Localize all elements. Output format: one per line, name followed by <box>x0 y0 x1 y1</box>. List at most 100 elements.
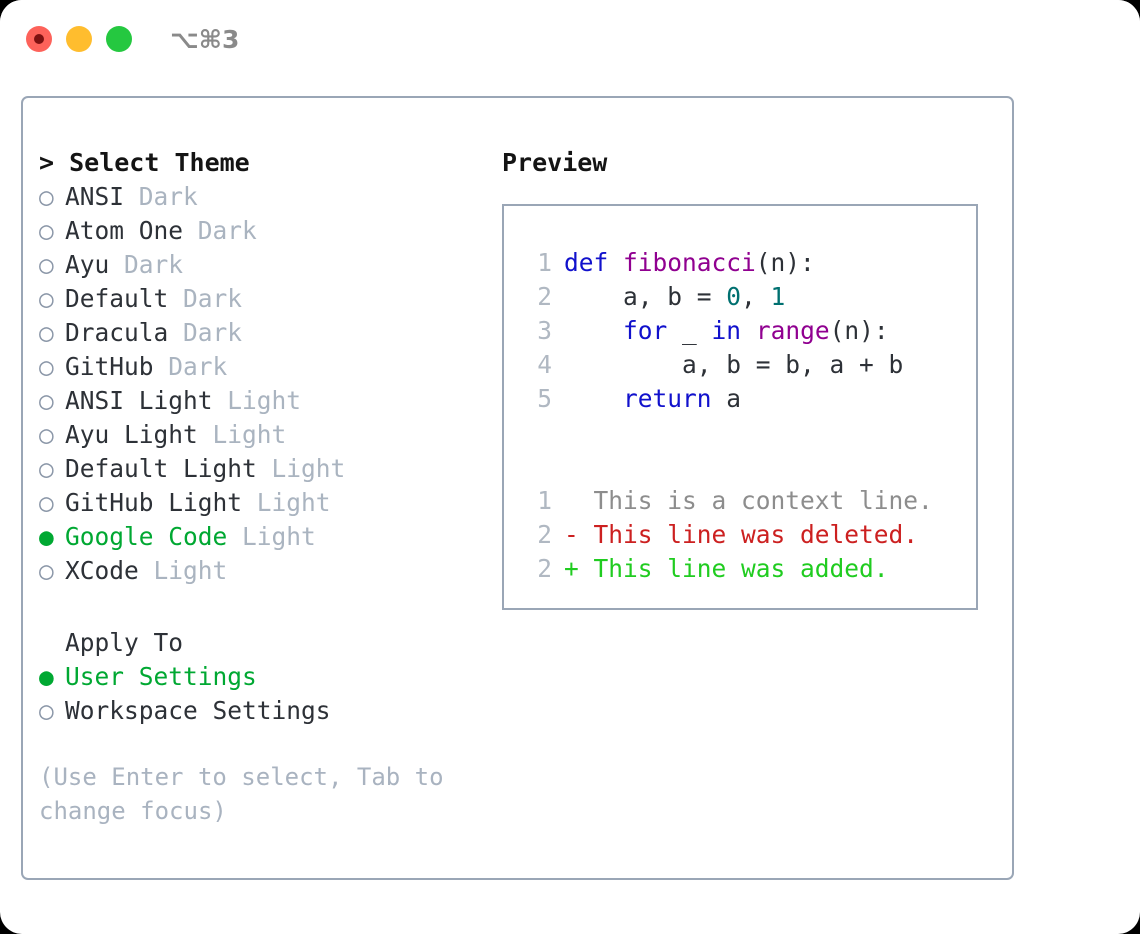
code-token <box>564 316 623 345</box>
theme-list-item[interactable]: ○ GitHub Dark <box>39 350 489 384</box>
line-number: 5 <box>537 384 552 413</box>
theme-name: Ayu Light <box>65 420 198 449</box>
code-token: 0 <box>726 282 742 311</box>
diff-text: This line was deleted. <box>578 520 919 549</box>
theme-category-tag: Dark <box>183 216 257 245</box>
diff-line: 2- This line was deleted. <box>520 518 976 552</box>
theme-list-item[interactable]: ○Ayu Dark <box>39 248 489 282</box>
theme-list-item[interactable]: ○Default Dark <box>39 282 489 316</box>
code-token: fibonacci <box>623 248 756 277</box>
theme-name: Default <box>65 284 169 313</box>
diff-marker <box>564 486 579 515</box>
theme-category-tag: Dark <box>124 182 198 211</box>
theme-name: Default Light <box>65 454 257 483</box>
diff-marker: - <box>564 520 579 549</box>
theme-category-tag: Dark <box>168 318 243 347</box>
theme-category-tag: Light <box>212 386 302 415</box>
apply-to-heading-indent: ○ <box>39 626 65 660</box>
theme-list-item[interactable]: ● Google Code Light <box>39 520 489 554</box>
theme-list-item[interactable]: ○ GitHub Light Light <box>39 486 489 520</box>
theme-category-tag: Dark <box>109 250 184 279</box>
radio-unselected-icon[interactable]: ○ <box>39 454 54 483</box>
theme-list-item[interactable]: ○ Atom One Dark <box>39 214 489 248</box>
theme-name: GitHub <box>65 352 154 381</box>
apply-to-name: User Settings <box>65 662 257 691</box>
code-token: a <box>711 384 742 413</box>
theme-name: ANSI Light <box>65 386 213 415</box>
theme-name: GitHub Light <box>65 488 243 517</box>
theme-category-tag: Light <box>227 522 316 551</box>
radio-unselected-icon[interactable]: ○ <box>39 696 54 725</box>
line-number: 1 <box>537 248 552 277</box>
theme-picker-column: > Select Theme ○ANSI Dark○Atom One Dark○… <box>39 146 489 828</box>
radio-unselected-icon[interactable]: ○ <box>39 216 54 245</box>
code-token <box>741 316 756 345</box>
theme-list-item[interactable]: ○Dracula Dark <box>39 316 489 350</box>
keyboard-shortcut-label: ⌥⌘3 <box>170 25 240 54</box>
radio-unselected-icon[interactable]: ○ <box>39 556 54 585</box>
apply-to-item[interactable]: ● User Settings <box>39 660 489 694</box>
theme-name: ANSI <box>65 182 125 211</box>
code-token: for <box>623 316 668 345</box>
theme-list-item[interactable]: ○ Default Light Light <box>39 452 489 486</box>
theme-category-tag: Light <box>138 556 228 585</box>
close-icon <box>34 34 44 44</box>
main-panel: > Select Theme ○ANSI Dark○Atom One Dark○… <box>21 96 1014 880</box>
theme-category-tag: Light <box>242 488 331 517</box>
code-token: def <box>564 248 624 277</box>
code-line: 4 a, b = b, a + b <box>520 348 976 382</box>
theme-list-item[interactable]: ○ XCode Light <box>39 554 489 588</box>
radio-unselected-icon[interactable]: ○ <box>39 386 54 415</box>
line-number: 2 <box>537 520 552 549</box>
code-token: 1 <box>770 282 786 311</box>
theme-list-item[interactable]: ○Ayu Light Light <box>39 418 489 452</box>
radio-unselected-icon[interactable]: ○ <box>39 284 54 313</box>
code-token <box>564 384 623 413</box>
radio-unselected-icon[interactable]: ○ <box>39 250 54 279</box>
theme-list-item[interactable]: ○ ANSI Dark <box>39 180 489 214</box>
radio-unselected-icon[interactable]: ○ <box>39 182 54 211</box>
maximize-window-button[interactable] <box>106 26 132 52</box>
line-number: 2 <box>537 282 552 311</box>
code-token: , <box>741 282 771 311</box>
code-token: in <box>711 316 742 345</box>
code-token: a, b = <box>564 282 727 311</box>
theme-list-item[interactable]: ○ ANSI Light Light <box>39 384 489 418</box>
line-number: 3 <box>537 316 552 345</box>
diff-text: This line was added. <box>578 554 889 583</box>
code-token: (n): <box>755 248 815 277</box>
section-spacer <box>39 588 489 626</box>
line-number: 1 <box>537 486 552 515</box>
radio-unselected-icon[interactable]: ○ <box>39 420 54 449</box>
theme-category-tag: Light <box>256 454 346 483</box>
theme-name: Atom One <box>65 216 184 245</box>
code-token: _ <box>667 316 712 345</box>
theme-name: XCode <box>65 556 139 585</box>
apply-to-list: ● User Settings ○ Workspace Settings <box>39 660 489 728</box>
minimize-window-button[interactable] <box>66 26 92 52</box>
theme-name: Google Code <box>65 522 228 551</box>
code-diff-spacer <box>520 416 976 450</box>
line-number: 4 <box>537 350 552 379</box>
theme-picker-heading: > Select Theme <box>39 148 250 177</box>
code-line: 1 def fibonacci(n): <box>520 246 976 280</box>
radio-selected-icon[interactable]: ● <box>39 662 54 691</box>
diff-text: This is a context line. <box>578 486 933 515</box>
radio-selected-icon[interactable]: ● <box>39 522 54 551</box>
title-bar: ⌥⌘3 <box>0 0 1140 78</box>
theme-category-tag: Dark <box>153 352 228 381</box>
apply-to-item[interactable]: ○ Workspace Settings <box>39 694 489 728</box>
code-token: (n): <box>829 316 889 345</box>
code-line: 3 for _ in range(n): <box>520 314 976 348</box>
diff-line: 2+ This line was added. <box>520 552 976 586</box>
apply-to-heading: ○Apply To <box>39 626 489 660</box>
apply-to-name: Workspace Settings <box>65 696 331 725</box>
code-token: a, b = b, a + b <box>564 350 904 379</box>
radio-unselected-icon[interactable]: ○ <box>39 352 54 381</box>
radio-unselected-icon[interactable]: ○ <box>39 488 54 517</box>
radio-unselected-icon[interactable]: ○ <box>39 318 54 347</box>
